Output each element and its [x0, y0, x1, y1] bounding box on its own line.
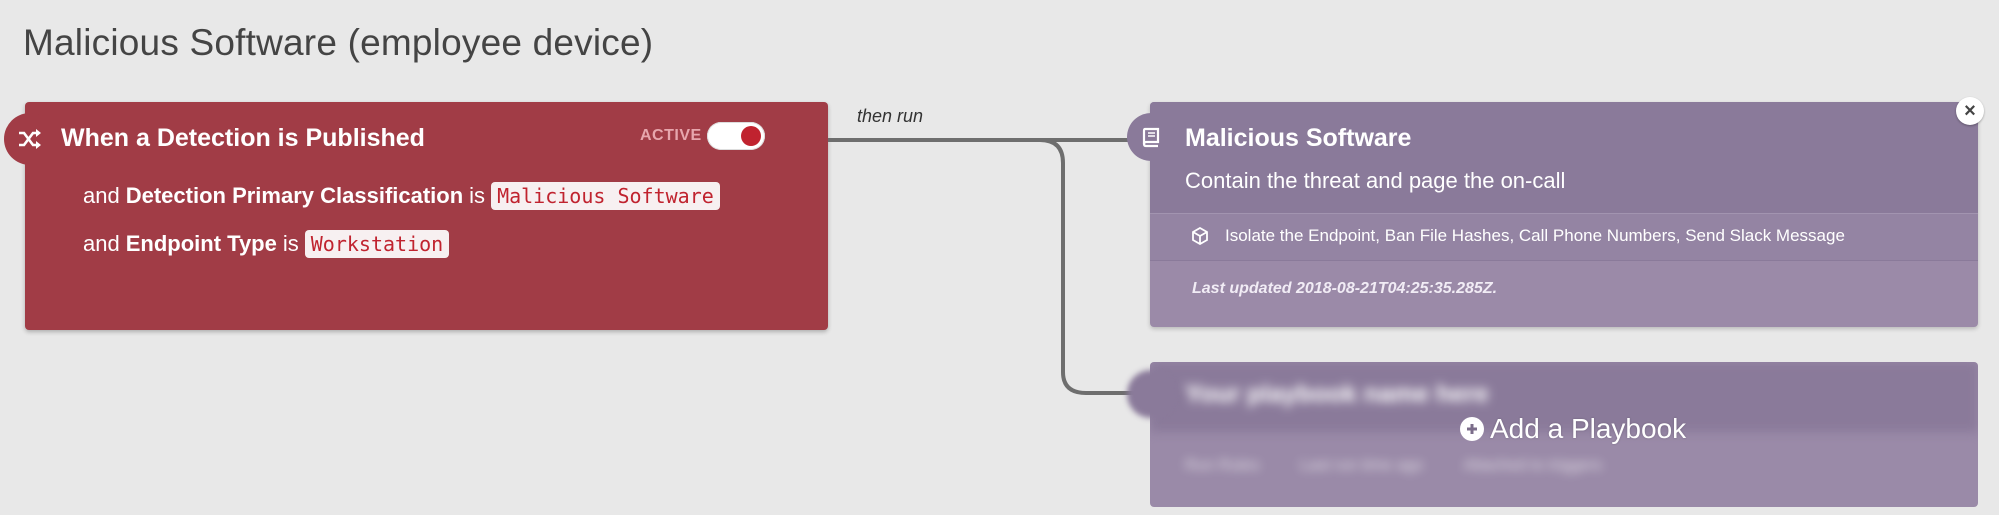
trigger-title: When a Detection is Published	[61, 124, 425, 152]
book-icon	[1127, 113, 1175, 161]
trigger-card[interactable]	[25, 102, 828, 330]
placeholder-tab: Run Rules	[1185, 457, 1260, 474]
placeholder-tabs: Run Rules Last run time ago Attached to …	[1185, 457, 1602, 475]
toggle-knob	[741, 126, 761, 146]
playbook-updated: Last updated 2018-08-21T04:25:35.285Z.	[1192, 280, 1498, 297]
placeholder-title: Your playbook name here	[1185, 380, 1489, 408]
condition-op: is	[469, 183, 486, 208]
placeholder-preview: Your playbook name here Run Rules Last r…	[1150, 362, 1978, 507]
condition-op: is	[282, 231, 299, 256]
playbook-description: Contain the threat and page the on-call	[1185, 168, 1566, 193]
close-icon[interactable]: ×	[1956, 97, 1984, 125]
playbook-actions-text: Isolate the Endpoint, Ban File Hashes, C…	[1225, 226, 1845, 245]
add-playbook-label: Add a Playbook	[1490, 413, 1687, 444]
active-toggle[interactable]	[707, 122, 765, 150]
shuffle-icon	[4, 113, 56, 165]
condition-value[interactable]: Workstation	[304, 230, 450, 258]
then-run-label: then run	[857, 106, 924, 126]
add-playbook-button[interactable]: Add a Playbook	[1460, 413, 1686, 445]
condition-row: and Endpoint Type is Workstation	[83, 230, 450, 258]
placeholder-tab: Attached to triggers	[1463, 457, 1603, 474]
placeholder-icon	[1127, 370, 1175, 418]
playbook-header	[1150, 102, 1978, 213]
cube-icon	[1191, 226, 1209, 250]
playbook-title: Malicious Software	[1185, 124, 1412, 152]
playbook-card[interactable]: Malicious Software Contain the threat an…	[1150, 102, 1978, 327]
page-title: Malicious Software (employee device)	[23, 22, 654, 63]
plus-circle-icon	[1460, 417, 1484, 441]
placeholder-tab: Last run time ago	[1299, 457, 1424, 474]
condition-field: Endpoint Type	[125, 231, 277, 256]
condition-value[interactable]: Malicious Software	[491, 182, 720, 210]
condition-prefix: and	[83, 183, 120, 208]
condition-field: Detection Primary Classification	[125, 183, 464, 208]
active-label: ACTIVE	[640, 127, 702, 144]
add-playbook-card[interactable]: Your playbook name here Run Rules Last r…	[1150, 362, 1978, 507]
playbook-actions: Isolate the Endpoint, Ban File Hashes, C…	[1150, 213, 1978, 261]
condition-row: and Detection Primary Classification is …	[83, 182, 720, 210]
condition-prefix: and	[83, 231, 120, 256]
placeholder-header	[1150, 362, 1978, 432]
